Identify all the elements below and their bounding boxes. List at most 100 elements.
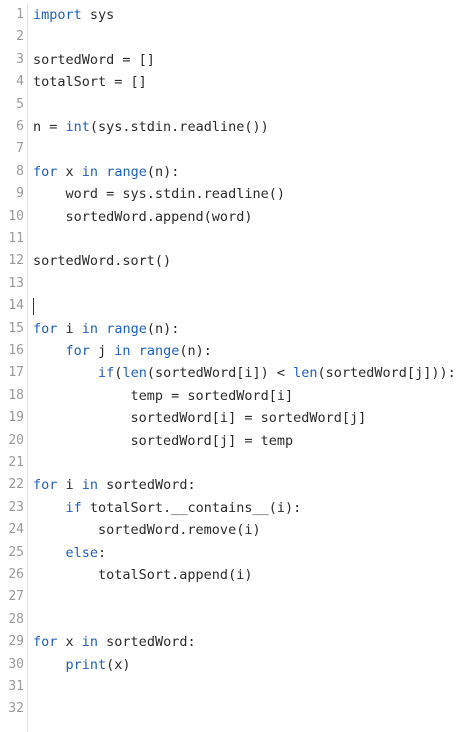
code-line[interactable]: 7: [0, 138, 474, 160]
keyword-token: in: [81, 634, 99, 651]
keyword-token: in: [114, 343, 131, 359]
code-line[interactable]: 31: [0, 676, 474, 698]
line-number: 24: [8, 522, 24, 538]
line-number: 13: [8, 275, 24, 291]
code-line[interactable]: 24 sortedWord.remove(i): [0, 519, 474, 541]
code-line[interactable]: 32: [0, 698, 474, 720]
keyword-token: else: [65, 544, 99, 561]
code-line[interactable]: 28: [0, 609, 474, 631]
code-line[interactable]: 16 for j in range(n):: [0, 340, 474, 362]
line-number: 32: [8, 701, 24, 717]
line-number: 2: [16, 29, 24, 45]
keyword-token: len: [293, 365, 318, 382]
code-line[interactable]: 8 for x in range(n):: [0, 161, 474, 183]
line-code: sortedWord[i] = sortedWord[j]: [33, 410, 367, 427]
line-number: 31: [8, 679, 24, 694]
keyword-token: for: [33, 320, 58, 337]
gutter-divider: [27, 4, 28, 732]
line-number: 10: [8, 208, 24, 224]
code-line[interactable]: 26 totalSort.append(i): [0, 564, 474, 586]
line-number: 28: [8, 611, 24, 627]
line-number: 1: [16, 7, 24, 22]
keyword-token: in: [81, 477, 99, 494]
line-code: totalSort.append(i): [33, 567, 253, 583]
code-line[interactable]: 3 sortedWord = []: [0, 49, 474, 71]
line-number: 20: [8, 432, 24, 448]
line-number: 25: [8, 544, 24, 560]
line-code: word = sys.stdin.readline(): [33, 186, 285, 203]
code-line[interactable]: 11: [0, 228, 474, 250]
line-number: 16: [8, 343, 24, 358]
line-number: 19: [8, 410, 24, 426]
line-code: totalSort = []: [33, 74, 147, 91]
keyword-token: range: [138, 343, 180, 359]
line-number: 12: [8, 253, 24, 269]
line-number: 8: [16, 163, 24, 179]
line-code: for i in sortedWord:: [33, 477, 196, 494]
line-number: 14: [8, 298, 24, 314]
code-line[interactable]: 17 if(len(sortedWord[i]) < len(sortedWor…: [0, 362, 474, 384]
keyword-token: range: [106, 320, 147, 337]
code-line[interactable]: 30 print(x): [0, 654, 474, 676]
keyword-token: for: [33, 634, 58, 651]
code-line[interactable]: 23 if totalSort.__contains__(i):: [0, 497, 474, 519]
code-line[interactable]: 27: [0, 586, 474, 608]
line-number: 18: [8, 387, 24, 403]
line-code: for x in sortedWord:: [33, 634, 196, 651]
code-line[interactable]: 18 temp = sortedWord[i]: [0, 385, 474, 407]
line-code: temp = sortedWord[i]: [33, 387, 294, 404]
code-line[interactable]: 1 import sys: [0, 4, 474, 26]
line-code: for j in range(n):: [65, 343, 212, 359]
code-line[interactable]: 22 for i in sortedWord:: [0, 474, 474, 496]
code-line[interactable]: 12 sortedWord.sort(): [0, 250, 474, 272]
line-number: 7: [16, 141, 24, 157]
keyword-token: for: [33, 477, 58, 494]
keyword-token: in: [81, 320, 99, 337]
line-number: 22: [8, 477, 24, 493]
line-number: 29: [8, 634, 24, 650]
line-code: sortedWord = []: [33, 51, 155, 68]
line-number: 30: [8, 656, 24, 672]
code-line[interactable]: 9 word = sys.stdin.readline(): [0, 183, 474, 205]
keyword-token: for: [33, 163, 58, 180]
line-number: 6: [16, 119, 24, 134]
code-line[interactable]: 14: [0, 295, 474, 317]
line-number: 15: [8, 320, 24, 336]
code-line[interactable]: 21: [0, 452, 474, 474]
line-number: 26: [8, 567, 24, 582]
keyword-token: if: [65, 499, 82, 516]
code-line[interactable]: 2: [0, 26, 474, 48]
line-code: import sys: [33, 7, 115, 23]
keyword-token: import: [33, 7, 82, 23]
line-number: 23: [8, 499, 24, 515]
line-number: 9: [16, 186, 24, 202]
code-line[interactable]: 19 sortedWord[i] = sortedWord[j]: [0, 407, 474, 429]
line-number: 4: [16, 74, 24, 90]
code-line[interactable]: 25 else:: [0, 542, 474, 564]
line-number: 17: [8, 365, 24, 381]
line-number: 5: [16, 96, 24, 112]
keyword-token: len: [122, 365, 147, 382]
keyword-token: in: [81, 163, 99, 180]
line-code: for x in range(n):: [33, 163, 180, 180]
line-code: sortedWord.append(word): [33, 208, 253, 225]
line-code: for i in range(n):: [33, 320, 180, 337]
line-code: if totalSort.__contains__(i):: [65, 499, 302, 516]
keyword-token: print: [65, 656, 107, 673]
keyword-token: range: [106, 163, 147, 180]
code-line[interactable]: 4 totalSort = []: [0, 71, 474, 93]
text-cursor: [33, 298, 34, 316]
code-line[interactable]: 20 sortedWord[j] = temp: [0, 430, 474, 452]
keyword-token: for: [65, 343, 90, 359]
line-number: 3: [16, 51, 24, 67]
line-number: 11: [8, 231, 24, 246]
code-line[interactable]: 13: [0, 273, 474, 295]
code-line[interactable]: 5: [0, 94, 474, 116]
code-line[interactable]: 10 sortedWord.append(word): [0, 206, 474, 228]
code-line[interactable]: 29 for x in sortedWord:: [0, 631, 474, 653]
code-line[interactable]: 15 for i in range(n):: [0, 318, 474, 340]
line-code: sortedWord.sort(): [33, 253, 172, 270]
keyword-token: if: [98, 365, 115, 382]
